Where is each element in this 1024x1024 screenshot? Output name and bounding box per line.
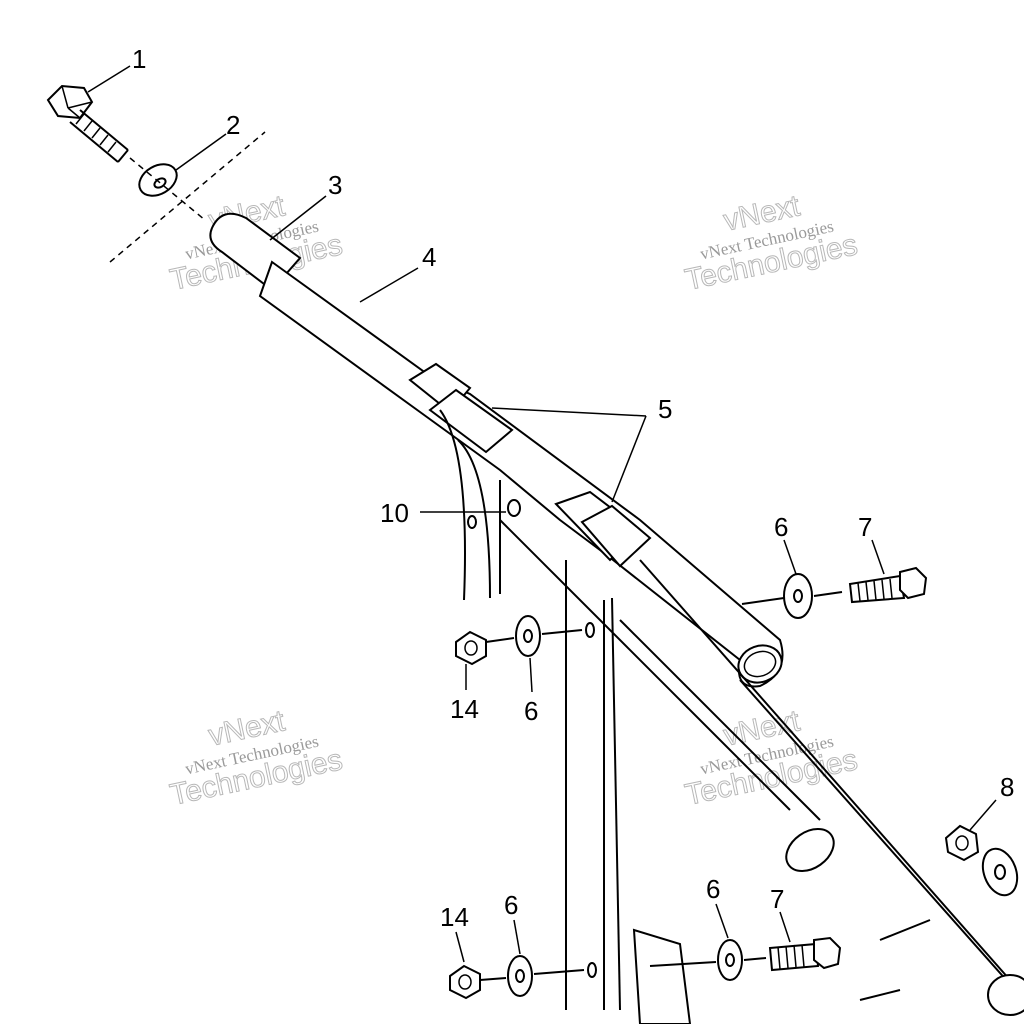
tube-part-4	[209, 212, 784, 688]
washer-part-6-upper-right	[741, 573, 843, 619]
callout-3: 3	[328, 170, 342, 200]
hex-bolt-part-1	[46, 84, 129, 163]
frame-assembly	[439, 409, 1024, 1024]
callout-1: 1	[132, 44, 146, 74]
callout-6-upper: 6	[774, 512, 788, 542]
callout-4: 4	[422, 242, 436, 272]
callout-10: 10	[380, 498, 409, 528]
callout-6-mid: 6	[524, 696, 538, 726]
callout-6-bottom-right: 6	[706, 874, 720, 904]
callout-8: 8	[1000, 772, 1014, 802]
callout-7-bottom: 7	[770, 884, 784, 914]
bolt-part-7-upper-right	[848, 566, 928, 604]
washer-part-6-mid	[485, 615, 595, 657]
nut-part-14-mid	[455, 630, 487, 666]
watermark-top-right: vNext vNext Technologies Technologies	[682, 189, 861, 298]
washer-part-6-bottom-left	[479, 955, 597, 997]
callout-14-mid: 14	[450, 694, 479, 724]
watermark-bottom-left: vNext vNext Technologies Technologies	[167, 704, 346, 813]
callout-7-upper: 7	[858, 512, 872, 542]
centerline	[109, 131, 266, 263]
leader-lines	[87, 65, 997, 963]
washer-part-8-side	[981, 847, 1019, 897]
callout-5: 5	[658, 394, 672, 424]
watermark-bottom-right: vNext vNext Technologies Technologies	[682, 704, 861, 813]
nut-part-14-bottom	[449, 964, 481, 1000]
callout-6-bottom-left: 6	[504, 890, 518, 920]
nut-part-10	[467, 499, 521, 529]
centerline	[129, 157, 206, 221]
bolt-part-7-bottom	[768, 936, 842, 972]
callout-14-bottom: 14	[440, 902, 469, 932]
callout-2: 2	[226, 110, 240, 140]
nut-part-8	[944, 824, 980, 862]
washer-part-6-bottom-right	[649, 939, 767, 981]
